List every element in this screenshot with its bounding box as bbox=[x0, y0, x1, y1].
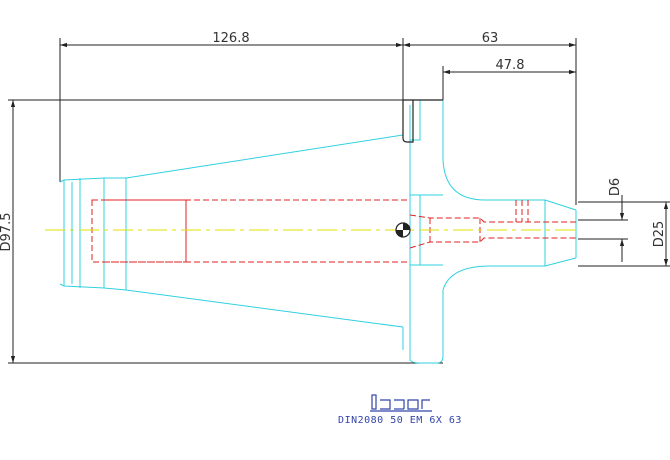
center-mark-icon bbox=[395, 222, 411, 238]
dimension-lines bbox=[8, 38, 670, 364]
dim-47-8: 47.8 bbox=[496, 58, 525, 73]
flange-profile bbox=[402, 99, 443, 143]
dim-126-8: 126.8 bbox=[212, 31, 249, 46]
drawing-caption: DIN2080 50 EM 6X 63 bbox=[338, 415, 462, 426]
dim-d97-5: D97.5 bbox=[0, 213, 14, 252]
tool-outline bbox=[59, 99, 577, 364]
dim-63: 63 bbox=[482, 31, 499, 46]
hidden-lines bbox=[91, 199, 576, 263]
dim-d6: D6 bbox=[608, 178, 623, 196]
iscar-logo-icon bbox=[370, 394, 432, 412]
dim-d25: D25 bbox=[652, 221, 667, 248]
